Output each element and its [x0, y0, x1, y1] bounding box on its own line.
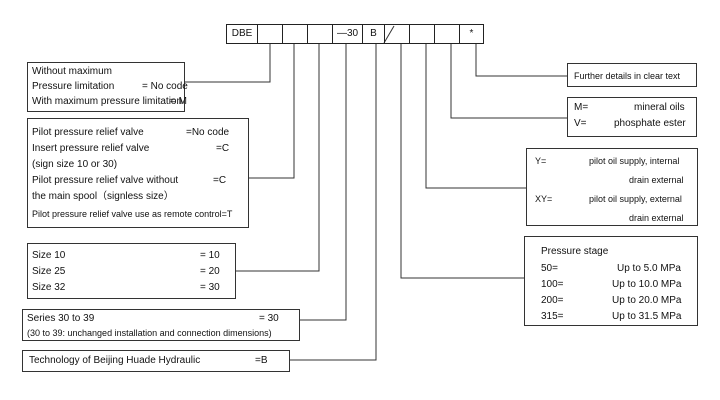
code-cell-star: *	[459, 24, 484, 44]
pressure-200-desc: Up to 20.0 MPa	[612, 295, 682, 306]
code-cell-dbe: DBE	[226, 24, 257, 44]
code-cell-valve-type	[282, 24, 307, 44]
pilot-xy-code: XY=	[535, 194, 553, 204]
further-details-box: Further details in clear text	[567, 63, 697, 87]
technology-code: =B	[255, 355, 268, 366]
valve-type-nospool-label: Pilot pressure relief valve without	[32, 175, 179, 186]
max-pressure-m-label: With maximum pressure limitation	[32, 96, 183, 107]
code-cell-series: —30	[332, 24, 362, 44]
pilot-oil-box: Y= pilot oil supply, internal drain exte…	[526, 148, 698, 226]
pressure-100-code: 100=	[541, 279, 564, 290]
pilot-xy-desc1: pilot oil supply, external	[589, 194, 682, 204]
pilot-xy-desc2: drain external	[629, 213, 684, 223]
size-32-code: = 30	[200, 282, 220, 293]
valve-type-pilot-code: =No code	[186, 127, 230, 138]
code-cell-pressure-limit	[257, 24, 282, 44]
series-code: = 30	[259, 313, 279, 324]
pressure-315-code: 315=	[541, 311, 564, 322]
oil-phosphate-desc: phosphate ester	[614, 118, 686, 129]
max-pressure-line1: Without maximum	[32, 66, 113, 77]
pressure-200-code: 200=	[541, 295, 564, 306]
pressure-100-desc: Up to 10.0 MPa	[612, 279, 682, 290]
pilot-y-desc1: pilot oil supply, internal	[589, 156, 680, 166]
max-pressure-m-code: = M	[170, 96, 187, 107]
valve-type-remote: Pilot pressure relief valve use as remot…	[32, 209, 233, 219]
technology-label: Technology of Beijing Huade Hydraulic	[29, 355, 201, 366]
series-box: Series 30 to 39 = 30 (30 to 39: unchange…	[22, 309, 300, 341]
technology-box: Technology of Beijing Huade Hydraulic =B	[22, 350, 290, 372]
max-pressure-box: Without maximum Pressure limitation = No…	[27, 62, 188, 112]
pressure-50-desc: Up to 5.0 MPa	[617, 263, 681, 274]
code-cell-pressure-stage	[384, 24, 409, 44]
pressure-stage-title: Pressure stage	[541, 246, 609, 257]
further-details-text: Further details in clear text	[574, 71, 681, 81]
oil-phosphate-code: V=	[574, 118, 587, 129]
valve-type-insert-label: Insert pressure relief valve	[32, 143, 150, 154]
valve-type-box: Pilot pressure relief valve =No code Ins…	[27, 118, 249, 228]
code-cell-size	[307, 24, 332, 44]
valve-type-nospool-note: the main spool（signless size）	[32, 191, 174, 202]
code-cell-pilot	[409, 24, 434, 44]
pilot-y-code: Y=	[535, 156, 547, 166]
valve-type-nospool-code: =C	[213, 175, 227, 186]
oil-mineral-code: M=	[574, 102, 589, 113]
size-box: Size 10 = 10 Size 25 = 20 Size 32 = 30	[27, 243, 236, 299]
oil-type-box: M= mineral oils V= phosphate ester	[567, 97, 697, 137]
size-10-label: Size 10	[32, 250, 66, 261]
series-note: (30 to 39: unchanged installation and co…	[27, 328, 272, 338]
valve-type-pilot-label: Pilot pressure relief valve	[32, 127, 144, 138]
size-32-label: Size 32	[32, 282, 66, 293]
pressure-315-desc: Up to 31.5 MPa	[612, 311, 682, 322]
pilot-y-desc2: drain external	[629, 175, 684, 185]
code-cell-technology: B	[362, 24, 384, 44]
series-label: Series 30 to 39	[27, 313, 95, 324]
size-10-code: = 10	[200, 250, 220, 261]
size-25-label: Size 25	[32, 266, 66, 277]
pressure-50-code: 50=	[541, 263, 558, 274]
oil-mineral-desc: mineral oils	[634, 102, 685, 113]
max-pressure-no-label: Pressure limitation	[32, 81, 115, 92]
valve-type-insert-note: (sign size 10 or 30)	[32, 159, 118, 170]
valve-type-insert-code: =C	[216, 143, 230, 154]
code-cell-oil	[434, 24, 459, 44]
pressure-stage-box: Pressure stage 50= Up to 5.0 MPa 100= Up…	[524, 236, 698, 326]
max-pressure-no-code: = No code	[142, 81, 188, 92]
size-25-code: = 20	[200, 266, 220, 277]
